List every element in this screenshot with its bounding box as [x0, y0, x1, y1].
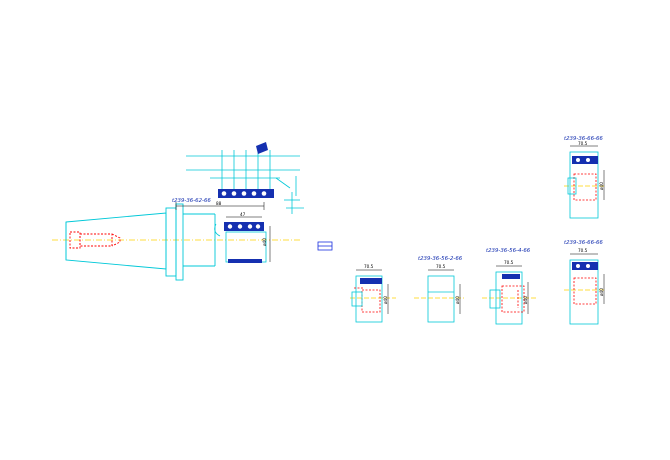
bearing-row-lower	[224, 222, 264, 231]
detail-3-width-dim: 70.5	[504, 260, 514, 265]
detail-view-2	[414, 269, 464, 323]
detail-view-1	[350, 269, 396, 323]
detail-view-5	[564, 145, 605, 219]
main-dim-a: 88	[216, 201, 222, 206]
detail-5-side-dim: ø40	[599, 182, 604, 190]
bearing-symbol-top	[256, 142, 268, 154]
detail-1-side-dim: ø40	[383, 296, 388, 304]
detail-2-width-dim: 70.5	[436, 264, 446, 269]
housing-base	[228, 259, 262, 263]
detail-view-4	[564, 253, 605, 325]
detail-5-width-dim: 70.5	[578, 141, 588, 146]
detail-1-width-dim: 70.5	[364, 264, 374, 269]
detail-4-side-dim: ø40	[599, 288, 604, 296]
bearing-row-upper	[218, 189, 274, 198]
spindle-grid	[186, 150, 300, 196]
detail-2-side-dim: ø40	[455, 296, 460, 304]
detail-3-side-dim: ø40	[523, 296, 528, 304]
taper-shank	[65, 203, 216, 281]
detail-3-part-label: t239-36-56-4-66	[486, 248, 531, 254]
detail-4-part-label: t239-36-66-66	[564, 240, 603, 246]
main-dim-b: 47	[240, 212, 246, 217]
crosshair-marker	[275, 177, 304, 214]
main-dim-side: ø40	[262, 238, 267, 246]
detail-view-3	[482, 265, 536, 325]
detail-5-part-label: t239-36-66-66	[564, 136, 603, 142]
main-assembly-view: t239-36-62-66 88 47 ø40	[52, 142, 333, 281]
detail-4-width-dim: 70.5	[578, 248, 588, 253]
detail-2-part-label: t239-36-56-2-66	[418, 256, 463, 262]
main-part-label: t239-36-62-66	[172, 198, 211, 204]
pull-stud-hidden	[69, 231, 121, 249]
main-dimensions	[175, 202, 271, 262]
